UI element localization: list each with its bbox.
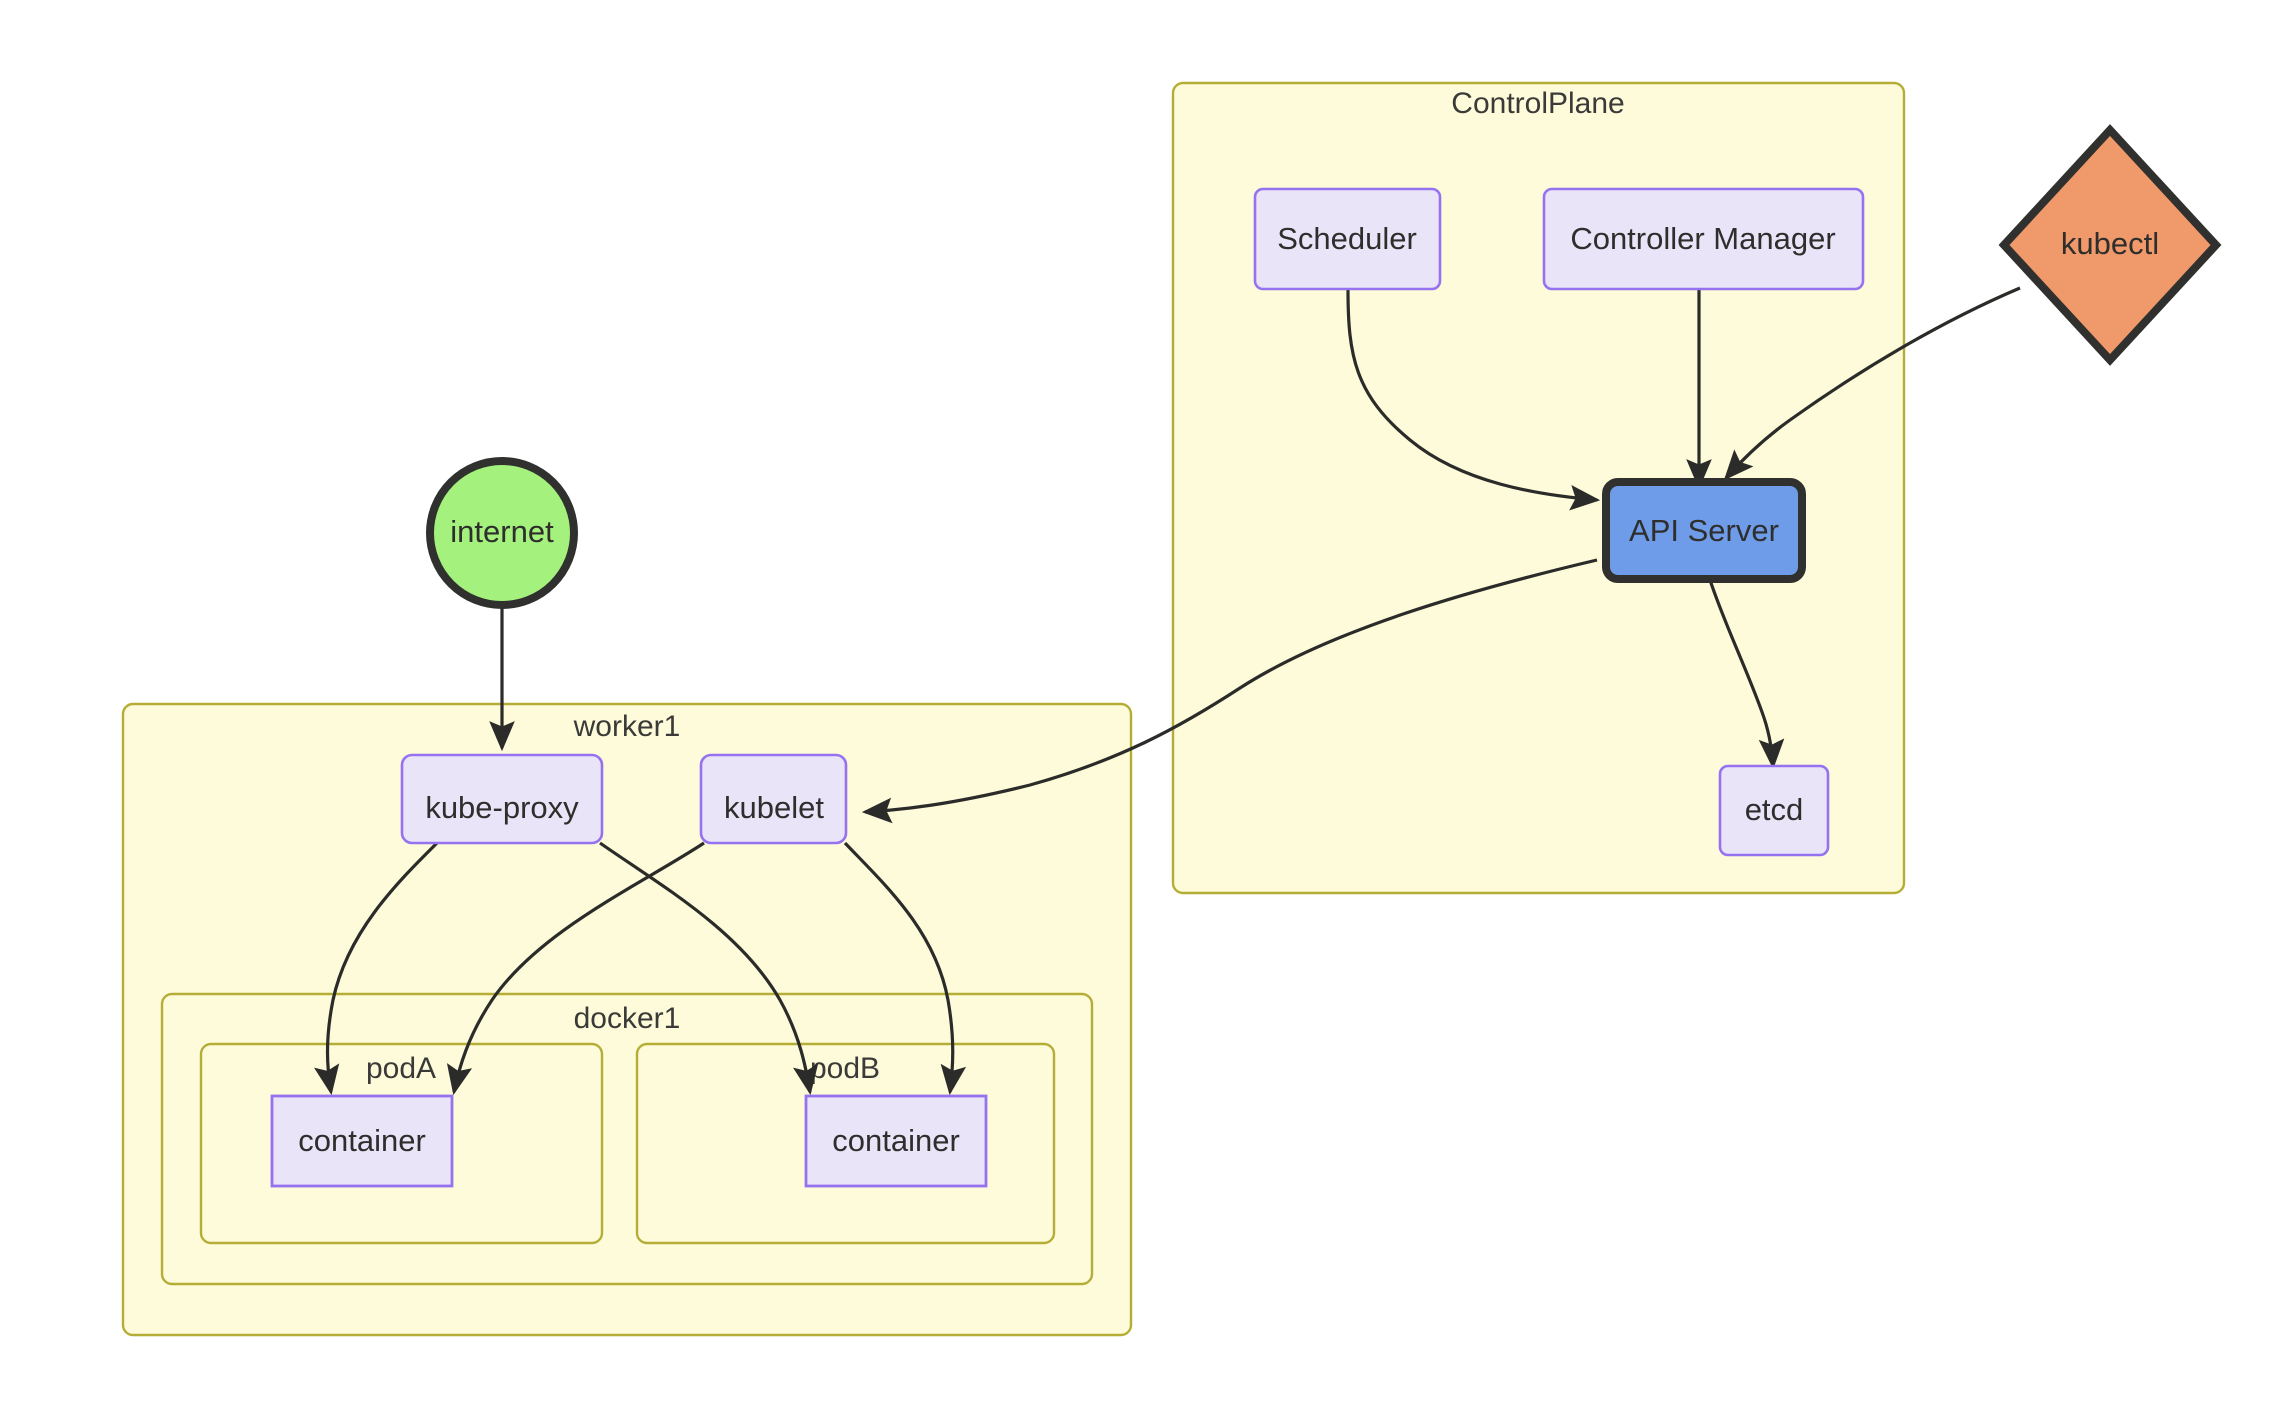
node-kubectl[interactable]: kubectl <box>1998 124 2222 366</box>
node-etcd[interactable]: etcd <box>1718 764 1830 857</box>
node-scheduler-rect[interactable] <box>1253 187 1442 291</box>
edge-scheduler-to-api-server <box>1346 289 1601 511</box>
node-kubelet-rect[interactable] <box>699 753 848 845</box>
node-kube-proxy[interactable]: kube-proxy <box>400 753 604 845</box>
node-kubelet-label: kubelet <box>724 790 824 825</box>
node-scheduler-label: Scheduler <box>1277 221 1417 256</box>
edge-kubectl-to-api-server <box>1723 286 2021 481</box>
node-container-b[interactable]: container <box>804 1094 988 1188</box>
node-kube-proxy-label: kube-proxy <box>425 790 579 825</box>
cluster-worker1-label: worker1 <box>573 710 681 743</box>
node-kubectl-diamond[interactable] <box>1998 124 2222 366</box>
edge-layer <box>313 286 2021 1096</box>
node-internet-label: internet <box>450 514 554 549</box>
edge-api-server-to-etcd <box>1708 579 1785 770</box>
node-kube-proxy-rect[interactable] <box>400 753 604 845</box>
node-container-a[interactable]: container <box>270 1094 454 1188</box>
cluster-poda-label: podA <box>366 1052 436 1085</box>
node-kubectl-label: kubectl <box>2061 226 2159 261</box>
node-container-b-label: container <box>832 1123 960 1158</box>
node-api-server-label: API Server <box>1629 513 1779 548</box>
node-internet[interactable]: internet <box>426 457 578 609</box>
node-controller-manager[interactable]: Controller Manager <box>1542 187 1865 291</box>
cluster-controlplane-label: ControlPlane <box>1451 87 1624 120</box>
node-container-a-rect[interactable] <box>270 1094 454 1188</box>
node-etcd-rect[interactable] <box>1718 764 1830 857</box>
edge-kube-proxy-to-container-a <box>313 841 439 1096</box>
node-etcd-label: etcd <box>1745 792 1804 827</box>
edge-kubelet-to-container-a <box>446 841 705 1096</box>
node-scheduler[interactable]: Scheduler <box>1253 187 1442 291</box>
node-api-server-rect[interactable] <box>1602 478 1806 583</box>
node-controller-manager-rect[interactable] <box>1542 187 1865 291</box>
node-kubelet[interactable]: kubelet <box>699 753 848 845</box>
node-container-a-label: container <box>298 1123 426 1158</box>
node-container-b-rect[interactable] <box>804 1094 988 1188</box>
node-api-server[interactable]: API Server <box>1602 478 1806 583</box>
cluster-docker1-label: docker1 <box>574 1002 681 1035</box>
cluster-podb-label: podB <box>810 1052 880 1085</box>
node-internet-circle[interactable] <box>426 457 578 609</box>
edge-kubelet-to-container-b <box>843 841 967 1096</box>
node-controller-manager-label: Controller Manager <box>1570 221 1835 256</box>
edge-api-server-to-kubelet <box>861 558 1598 824</box>
